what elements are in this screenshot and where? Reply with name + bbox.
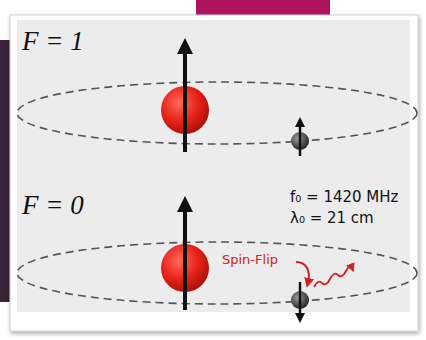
slide-bar xyxy=(196,0,330,16)
electron-spin-arrow xyxy=(299,122,302,156)
proton-spin-arrow xyxy=(183,204,187,310)
frequency-label: f₀ = 1420 MHz xyxy=(290,189,398,206)
state-label: F = 1 xyxy=(22,26,84,57)
orbit-ellipse xyxy=(17,82,417,144)
state-label: F = 0 xyxy=(22,190,84,221)
spin-flip-label: Spin-Flip xyxy=(222,253,278,268)
proton-spin-arrow xyxy=(183,46,187,152)
figure-ground xyxy=(17,20,410,312)
wavelength-label: λ₀ = 21 cm xyxy=(290,210,374,227)
photon-wave-arrow xyxy=(314,266,352,287)
card xyxy=(10,15,418,331)
orbit-ellipse xyxy=(17,242,417,304)
spin-flip-arrow xyxy=(296,262,309,283)
electron-spin-arrow xyxy=(299,282,302,318)
